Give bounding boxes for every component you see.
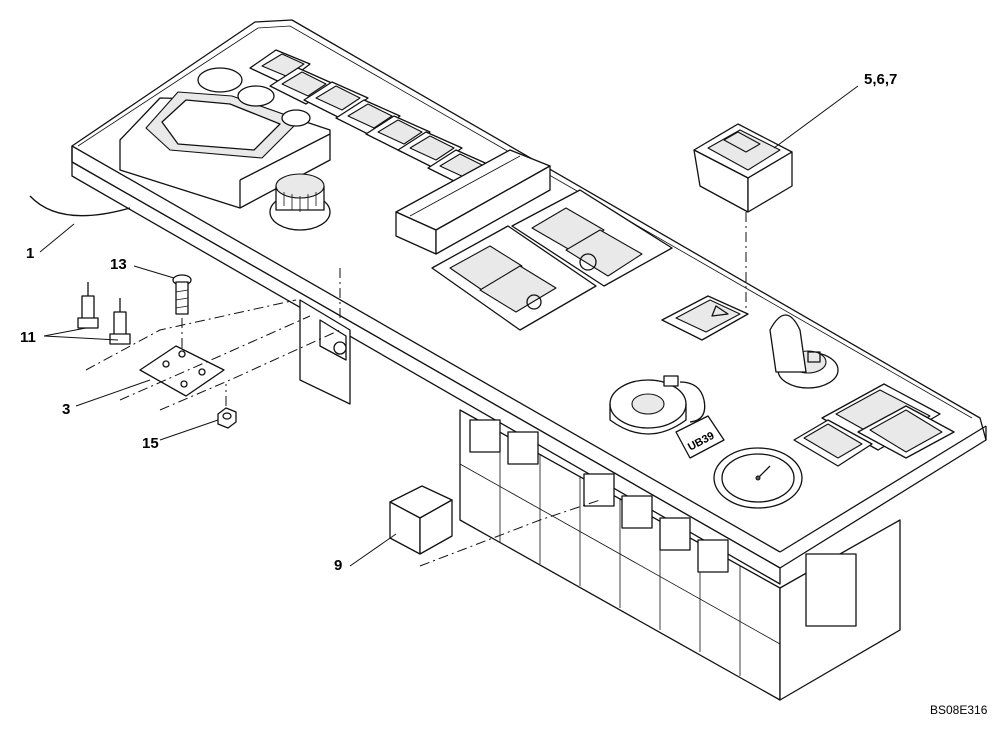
middle-switch-cluster: [431, 189, 673, 331]
callout-13: 13: [110, 256, 127, 273]
ignition-switch-icon: [769, 314, 839, 389]
hour-meter-label: UB39: [675, 415, 725, 459]
mounting-plate: [139, 345, 225, 397]
display-cluster: [119, 67, 331, 209]
rocker-switch-icon: [693, 123, 793, 213]
callout-1: 1: [26, 245, 35, 262]
assembly-lines: [85, 212, 747, 567]
fuse-relay-bank: [459, 409, 901, 701]
bolt: [172, 274, 192, 315]
round-gauge: [713, 447, 803, 509]
wiring-harness: [29, 195, 131, 217]
rotary-knob-icon: [269, 173, 331, 231]
callout-9: 9: [334, 557, 343, 574]
callout-11: 11: [20, 329, 36, 346]
callout-3: 3: [62, 401, 71, 418]
sensor-pair: [77, 282, 131, 345]
relay-icon: [389, 485, 453, 555]
top-switch-row: [249, 49, 493, 187]
callout-5-6-7: 5,6,7: [864, 71, 898, 88]
callout-15: 15: [142, 435, 159, 452]
nut: [217, 407, 237, 429]
buzzer: [609, 375, 706, 435]
leader-lines: [39, 85, 859, 567]
drawing-reference-code: BS08E316: [930, 703, 988, 717]
connector-block: [395, 149, 551, 255]
right-switch-cluster: [793, 383, 955, 467]
mounting-bracket: [299, 299, 351, 405]
rocker-switch-icon: [661, 295, 749, 341]
